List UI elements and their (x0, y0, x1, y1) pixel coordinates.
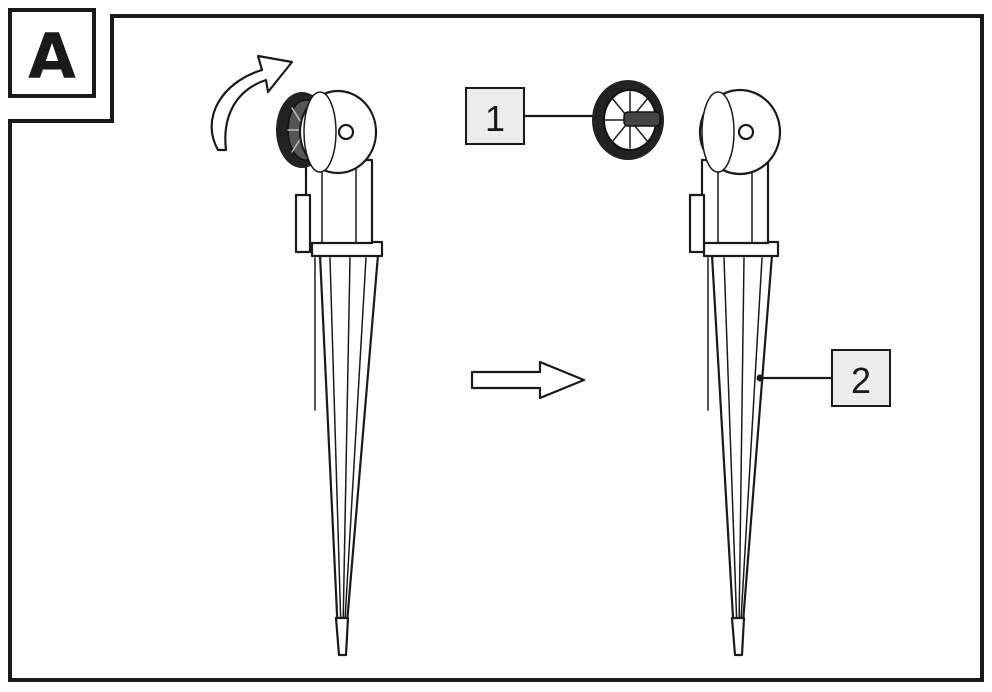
stake-assembled (276, 89, 384, 657)
right-arrow-icon (470, 360, 586, 400)
nozzle-wheel-removed (592, 80, 664, 160)
curved-arrow-icon (210, 54, 294, 152)
callout-2-box (831, 349, 891, 407)
callout-1: 1 (465, 87, 620, 145)
callout-2: 2 (756, 349, 891, 407)
callout-2-number: 2 (851, 360, 871, 401)
panel-letter: A (28, 20, 76, 93)
panel-letter-box (8, 8, 96, 98)
callout-1-number: 1 (485, 98, 505, 139)
stake-disassembled (688, 88, 782, 657)
callout-1-box (465, 87, 525, 145)
diagram-frame (8, 14, 984, 682)
